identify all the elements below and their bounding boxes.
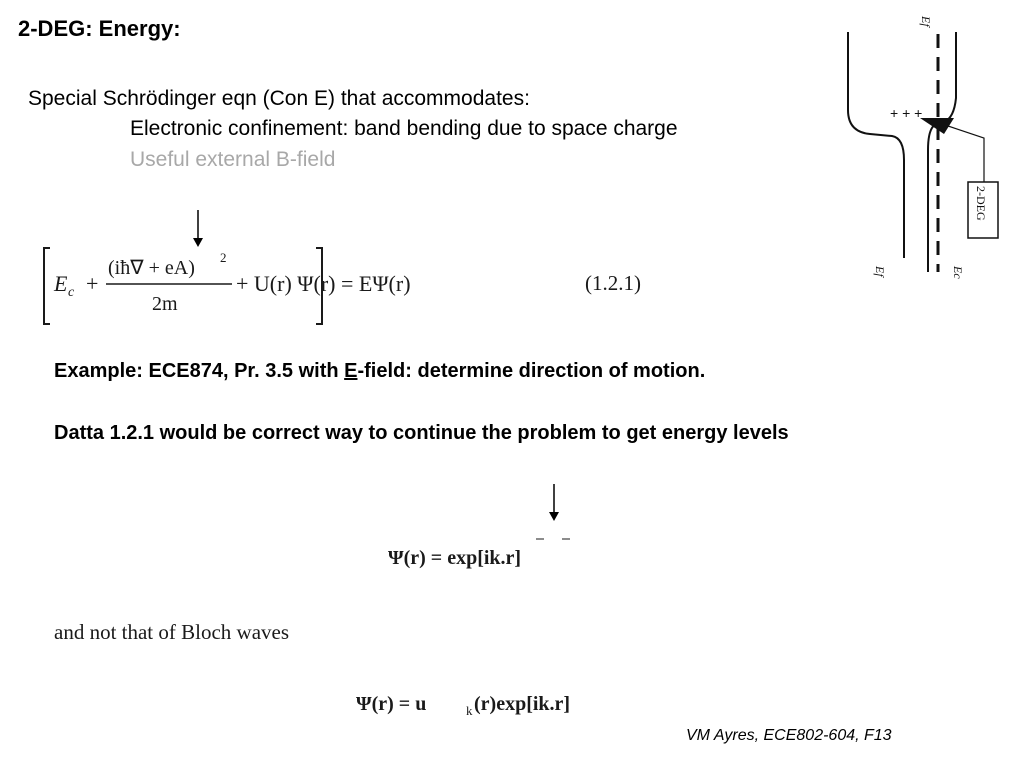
label-2deg: 2-DEG [974,186,988,221]
label-ec: Ec [951,265,965,279]
eq3-rest: (r)exp[ik.r] [474,693,570,715]
eq1-label: (1.2.1) [585,271,641,295]
space-charge-plus: + + + [890,105,922,121]
svg-text:+: + [86,271,98,296]
band-bending-diagram: + + + 2-DEG Ef Ef Ec [847,15,999,279]
example-text: Example: ECE874, Pr. 3.5 with E-field: d… [54,360,706,382]
schrodinger-equation: E c + (iħ∇ + eA) 2 2m + U(r) Ψ(r) = EΨ(r… [43,247,411,325]
eq1-ec-sub: c [68,285,75,300]
plane-wave-equation: Ψ(r) = exp[ik.r] [388,538,570,569]
eq1-ec: E [53,271,68,296]
eq1-power: 2 [220,250,227,265]
down-arrow-icon [549,484,559,521]
intro-text: Special Schrödinger eqn (Con E) that acc… [28,87,530,110]
eq1-numerator: (iħ∇ + eA) [108,257,195,279]
eq3-text: Ψ(r) = u [356,693,426,715]
eq3-sub: k [466,703,473,718]
label-ef-bottom: Ef [873,265,887,278]
label-ef-top: Ef [919,15,933,28]
bloch-wave-equation: Ψ(r) = u k (r)exp[ik.r] [356,693,570,718]
bullet-confinement: Electronic confinement: band bending due… [130,117,678,140]
footer-credit: VM Ayres, ECE802-604, F13 [686,727,892,744]
bloch-text: and not that of Bloch waves [54,620,290,644]
datta-text: Datta 1.2.1 would be correct way to cont… [54,422,789,444]
bullet-bfield: Useful external B-field [130,148,336,171]
down-arrow-icon [193,210,203,247]
eq1-denominator: 2m [152,293,178,315]
slide-title: 2-DEG: Energy: [18,16,181,41]
e-field-underlined: E [344,360,358,382]
eq2-text: Ψ(r) = exp[ik.r] [388,547,521,569]
eq1-rest: + U(r) Ψ(r) = EΨ(r) [236,271,411,296]
